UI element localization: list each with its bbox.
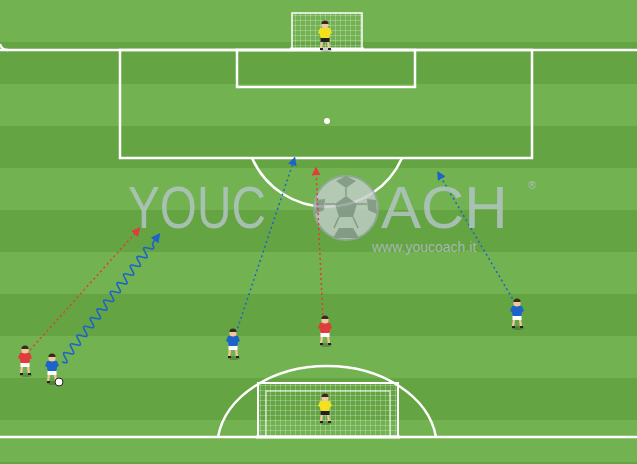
dribble-arrow	[62, 236, 158, 363]
bottom-goal	[256, 383, 400, 437]
registered-mark: ®	[528, 180, 536, 191]
grass-stripe	[0, 252, 637, 294]
pitch-markings	[0, 44, 637, 437]
run-arrow	[30, 230, 138, 350]
movement-arrows	[30, 160, 515, 363]
watermark-url: www.youcoach.it	[372, 240, 476, 254]
ball	[55, 378, 63, 386]
grass-stripe	[0, 294, 637, 336]
grass-stripe	[0, 84, 637, 126]
red-player	[318, 315, 332, 347]
watermark-text: ACH	[381, 178, 508, 238]
grass-stripe	[0, 462, 637, 464]
run-arrow	[316, 170, 323, 320]
grass-stripe	[0, 42, 637, 84]
watermark-text: YOUC	[128, 178, 266, 238]
penalty-spot	[324, 118, 330, 124]
watermark-ball	[314, 176, 378, 240]
red-player	[18, 345, 32, 377]
blue-player	[510, 298, 524, 330]
players	[18, 20, 524, 425]
top-goal	[290, 13, 364, 49]
goalkeeper	[318, 393, 332, 425]
blue-player	[226, 328, 240, 360]
grass-stripe	[0, 336, 637, 378]
goalkeeper	[318, 20, 332, 52]
grass-stripe	[0, 126, 637, 168]
